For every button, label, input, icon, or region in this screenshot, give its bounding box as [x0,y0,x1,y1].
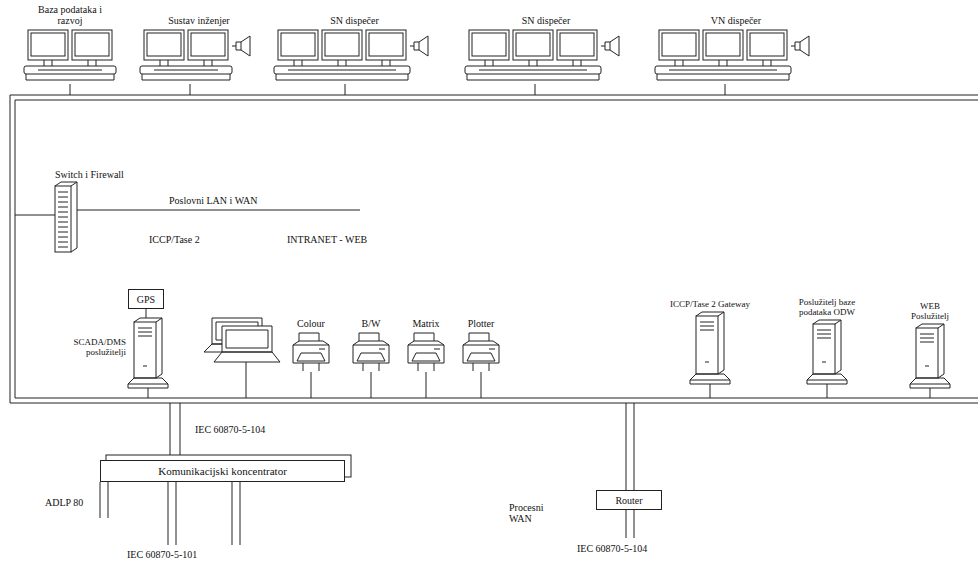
device-icon [289,329,333,373]
iec101-link [168,482,240,545]
device-label: VN dispečer [652,4,820,26]
device-label: ICCP/Tase 2 Gateway [660,288,760,310]
device-label: WEB Poslužitelj [900,300,960,322]
box-label: GPS [137,294,155,305]
network-label: Poslovni LAN i WAN [168,195,258,206]
device-node: VN dispečer [652,4,820,82]
device-node: Colour [286,318,336,371]
device-icon [140,26,258,84]
device-icon [655,26,817,84]
device-label: Colour [286,318,336,329]
device-node: ICCP/Tase 2 Gateway [660,288,760,384]
device-icon [124,316,172,390]
device-icon [24,26,116,84]
device-node: B/W [346,318,396,371]
gps-link [146,309,147,318]
device-node: SN dispečer [272,4,437,82]
adlp-link [100,482,108,518]
device-icon [465,26,627,84]
network-label: INTRANET - WEB [286,234,368,245]
device-icon [906,322,954,390]
device-node: Matrix [401,318,451,371]
network-label: Procesni WAN [508,502,566,524]
device-icon [404,329,448,373]
router-link [626,403,634,538]
device-label: B/W [346,318,396,329]
box-label: Router [615,495,642,506]
server-drop [148,388,149,398]
network-label: IEC 60870-5-101 [126,549,198,560]
device-label: SN dispečer [272,4,437,26]
device-icon [274,26,436,84]
device-node: Switch i Firewall [55,168,155,252]
device-label: Poslužitelj baze podataka ODW [796,284,858,318]
iec104-link [170,403,180,460]
network-label: ADLP 80 [44,497,84,508]
workstation-drop [70,84,725,95]
device-label: Switch i Firewall [55,168,155,180]
device-icon [803,318,851,386]
device-node: Plotter [456,318,506,371]
printer-drop [311,372,481,398]
device-label: SN dispečer [462,4,630,26]
device-icon [686,310,734,386]
device-node: Poslužitelj baze podataka ODW [780,284,874,384]
device-label: Plotter [456,318,506,329]
device-label: Sustav inženjer [134,4,264,26]
device-node: Sustav inženjer [134,4,264,82]
device-node: SCADA/DMS poslužitelji [68,318,168,388]
box-label: Komunikacijski koncentrator [158,465,287,477]
device-node: SN dispečer [462,4,630,82]
network-label: ICCP/Tase 2 [148,234,201,245]
lan-bus [10,95,978,403]
device-box: GPS [128,289,164,309]
device-label: SCADA/DMS poslužitelji [68,338,126,358]
server-drop [710,384,930,398]
device-icon [459,329,503,373]
network-label: IEC 60870-5-104 [576,543,648,554]
laptop-icons [204,318,280,398]
device-node: Baza podataka i razvoj [16,4,124,82]
device-label: Matrix [401,318,451,329]
network-label: IEC 60870-5-104 [194,424,266,435]
device-label: Baza podataka i razvoj [35,4,105,26]
device-icon [51,180,81,254]
device-box: Router [596,490,662,510]
device-icon [349,329,393,373]
device-box: Komunikacijski koncentrator [100,460,345,482]
device-node: WEB Poslužitelj [888,300,972,388]
